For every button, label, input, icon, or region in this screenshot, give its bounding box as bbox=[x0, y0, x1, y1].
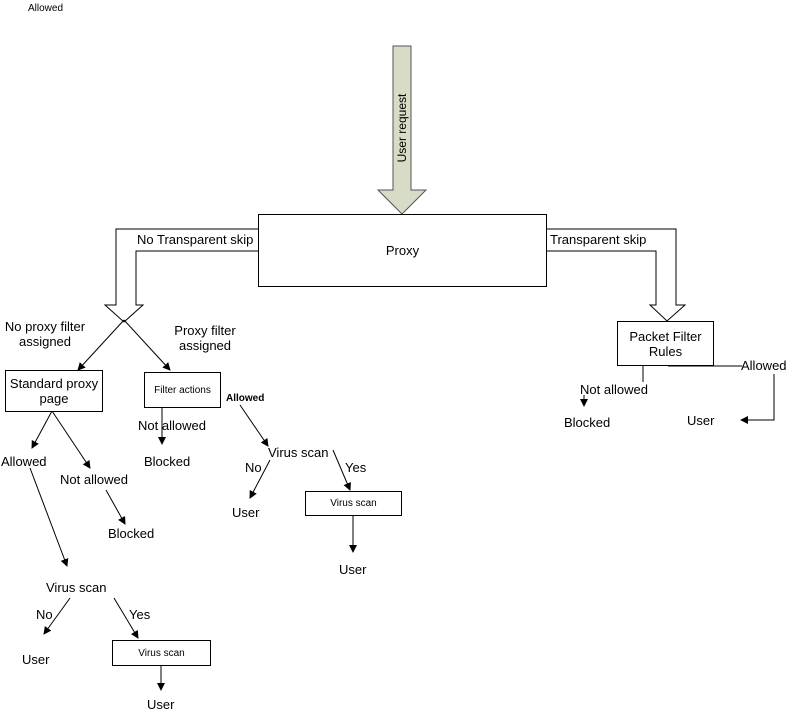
transparent-skip-label: Transparent skip bbox=[550, 232, 647, 247]
std-not-allowed-label: Not allowed bbox=[60, 472, 128, 487]
no-proxy-filter-label: No proxy filter assigned bbox=[4, 319, 86, 349]
fa-allowed-label: Allowed bbox=[226, 393, 265, 404]
fa-user-yes-label: User bbox=[339, 562, 367, 577]
user-request-label: User request bbox=[395, 93, 409, 163]
left-branch-arrow bbox=[103, 228, 259, 323]
fa-virus-scan-box: Virus scan bbox=[305, 491, 402, 516]
fa-user-no-label: User bbox=[232, 505, 260, 520]
fa-blocked-label: Blocked bbox=[144, 454, 191, 469]
fa-not-allowed-label: Not allowed bbox=[138, 418, 206, 433]
std-virus-scan-box: Virus scan bbox=[112, 640, 211, 666]
pf-blocked-label: Blocked bbox=[564, 415, 611, 430]
fa-virus-scan-label: Virus scan bbox=[268, 445, 329, 460]
std-yes-label: Yes bbox=[129, 607, 151, 622]
packet-filter-box: Packet Filter Rules bbox=[617, 321, 714, 366]
fa-no-label: No bbox=[245, 460, 262, 475]
pf-allowed-label: Allowed bbox=[741, 358, 787, 373]
filter-actions-box: Filter actions bbox=[144, 372, 221, 408]
corner-label: Allowed bbox=[28, 3, 64, 14]
std-no-label: No bbox=[36, 607, 53, 622]
std-user-no-label: User bbox=[22, 652, 50, 667]
std-blocked-label: Blocked bbox=[108, 526, 155, 541]
pf-user-label: User bbox=[687, 413, 715, 428]
proxy-filter-assigned-label: Proxy filter assigned bbox=[174, 323, 236, 353]
no-transparent-skip-label: No Transparent skip bbox=[137, 232, 254, 247]
std-allowed-label: Allowed bbox=[1, 454, 47, 469]
proxy-box: Proxy bbox=[258, 214, 547, 287]
standard-proxy-page-box: Standard proxy page bbox=[5, 370, 103, 412]
fa-yes-label: Yes bbox=[345, 460, 367, 475]
pf-not-allowed-label: Not allowed bbox=[580, 382, 648, 397]
std-virus-scan-label: Virus scan bbox=[46, 580, 107, 595]
user-request-arrow bbox=[376, 45, 428, 215]
std-user-yes-label: User bbox=[147, 697, 175, 712]
